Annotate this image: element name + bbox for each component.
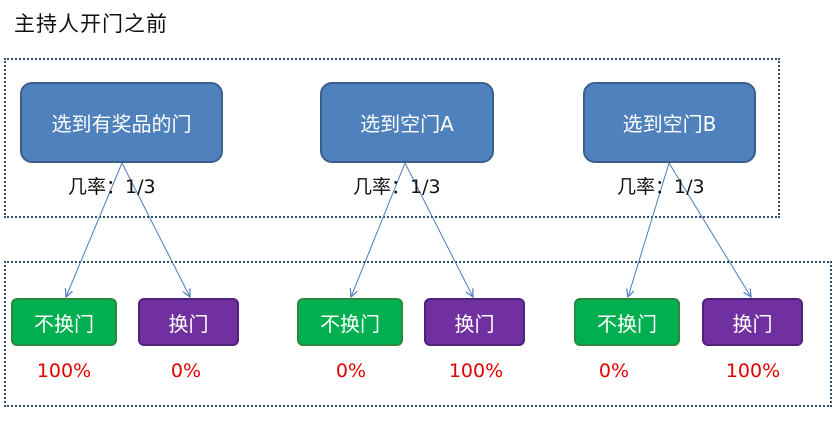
switch-percentage: 0%: [170, 360, 202, 382]
diagram-title: 主持人开门之前: [14, 12, 168, 36]
switch-option: 换门: [424, 298, 525, 346]
stay-option: 不换门: [574, 298, 680, 346]
arrow-choice-2-switch: [404, 162, 473, 297]
stay-option: 不换门: [297, 298, 403, 346]
arrow-choice-1-stay: [66, 162, 123, 297]
stay-percentage: 0%: [598, 360, 630, 382]
choice-empty-door-b: 选到空门B: [583, 82, 756, 163]
switch-option: 换门: [702, 298, 803, 346]
arrow-choice-1-switch: [121, 162, 190, 297]
probability-label: 几率：1/3: [617, 176, 705, 198]
stay-percentage: 0%: [335, 360, 367, 382]
stay-percentage: 100%: [36, 360, 92, 382]
probability-label: 几率：1/3: [68, 176, 156, 198]
switch-percentage: 100%: [448, 360, 504, 382]
initial-choice-group: [4, 58, 780, 218]
arrow-choice-3-stay: [628, 162, 670, 297]
arrow-choice-2-stay: [351, 162, 406, 297]
probability-label: 几率：1/3: [353, 176, 441, 198]
arrow-choice-3-switch: [668, 162, 751, 297]
choice-prize-door: 选到有奖品的门: [20, 82, 223, 163]
stay-option: 不换门: [11, 298, 117, 346]
decision-group: [4, 261, 832, 407]
choice-empty-door-a: 选到空门A: [320, 82, 494, 163]
switch-percentage: 100%: [725, 360, 781, 382]
switch-option: 换门: [138, 298, 239, 346]
